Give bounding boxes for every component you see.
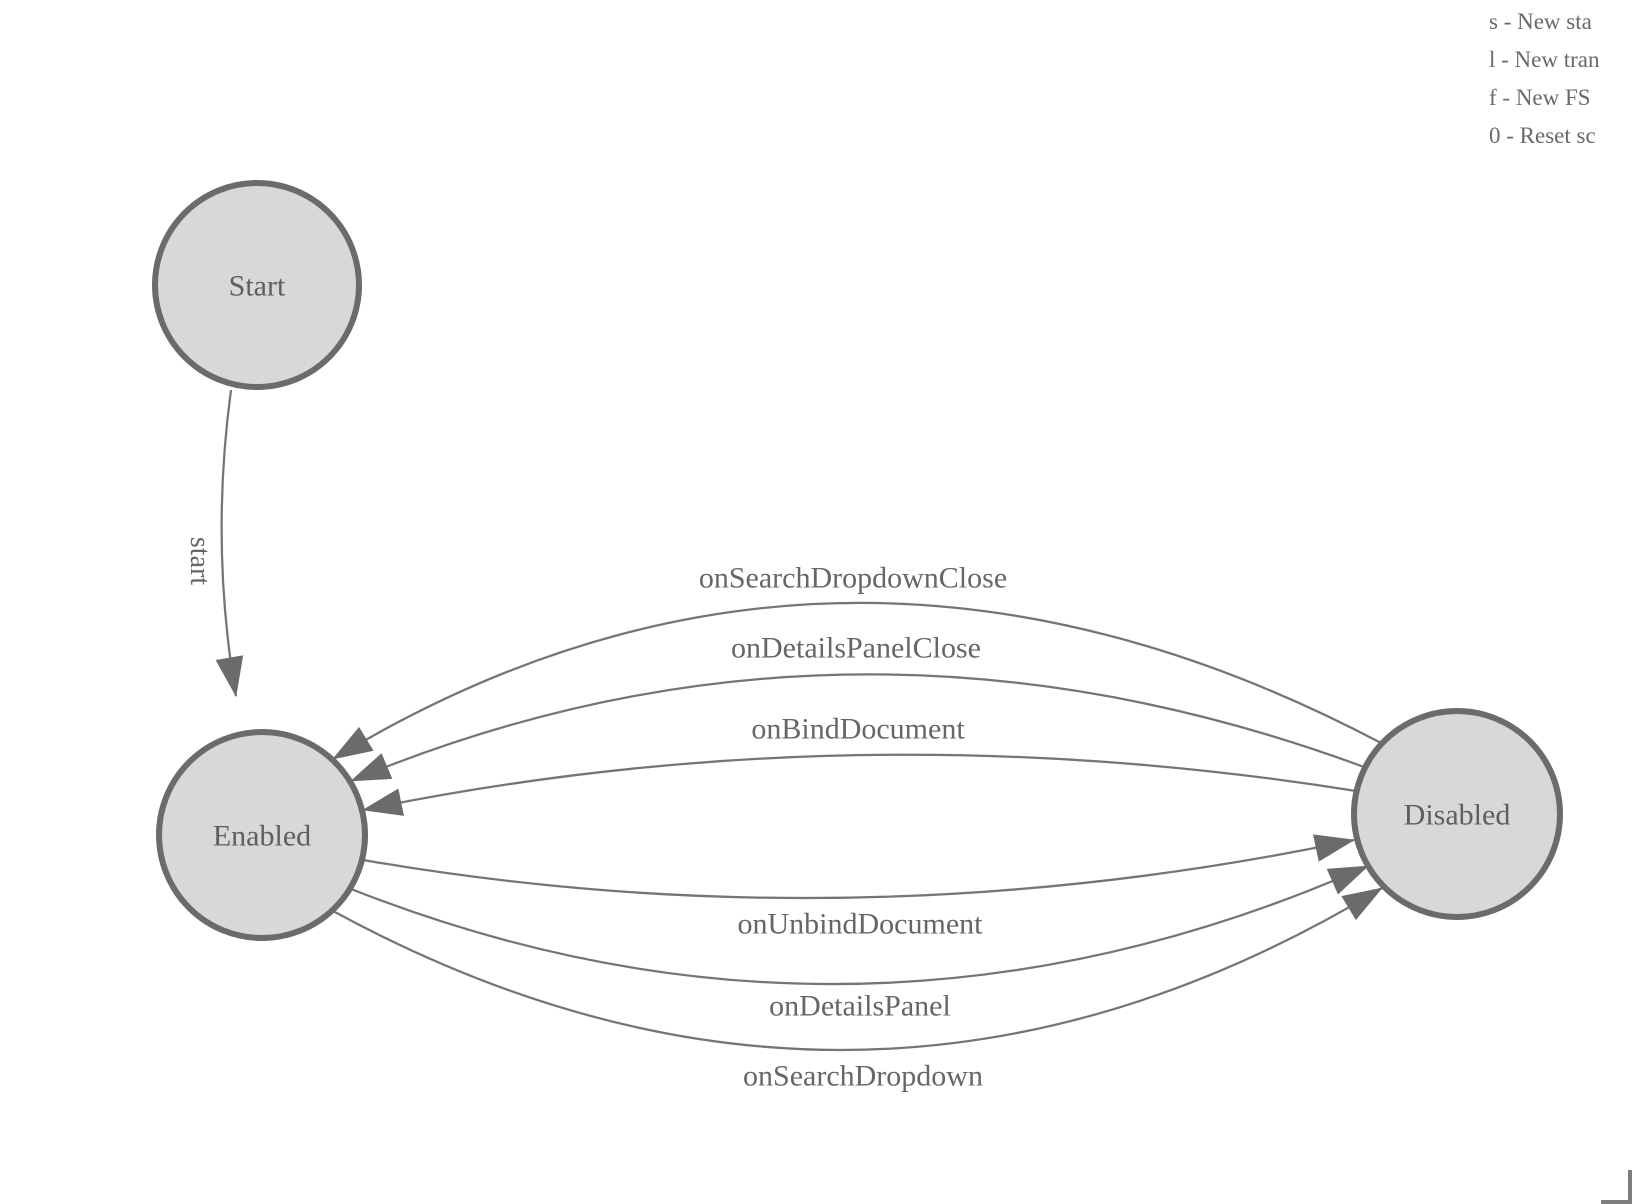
node-start-label: Start [229, 270, 286, 303]
node-start[interactable]: Start [152, 180, 362, 390]
edge-onUnbindDocument-path[interactable] [362, 834, 1355, 900]
edge-onSearchDropdown-label[interactable]: onSearchDropdown [743, 1060, 983, 1093]
edge-start[interactable]: start [184, 389, 244, 697]
edge-onSearchDropdownClose-label[interactable]: onSearchDropdownClose [699, 562, 1007, 595]
edge-onDetailsPanelClose-path[interactable] [350, 673, 1365, 783]
canvas-corner [1601, 1170, 1632, 1204]
node-enabled-circle[interactable] [156, 729, 368, 941]
edge-onDetailsPanelClose[interactable]: onDetailsPanelClose [350, 632, 1365, 783]
edge-onDetailsPanel[interactable]: onDetailsPanel [350, 864, 1369, 1023]
edge-onSearchDropdownClose[interactable]: onSearchDropdownClose [332, 562, 1382, 760]
edge-onUnbindDocument[interactable]: onUnbindDocument [362, 834, 1355, 941]
legend-line-new-fsm: f - New FS [1489, 85, 1591, 110]
edge-onUnbindDocument-label[interactable]: onUnbindDocument [738, 908, 984, 941]
node-enabled-label: Enabled [213, 820, 311, 853]
edge-onSearchDropdown-path[interactable] [332, 887, 1383, 1052]
edge-onBindDocument-label[interactable]: onBindDocument [751, 713, 965, 746]
legend-line-new-transition: l - New tran [1489, 47, 1600, 72]
legend-line-reset: 0 - Reset sc [1489, 123, 1596, 148]
edge-onDetailsPanel-path[interactable] [350, 864, 1369, 986]
shortcut-legend: s - New sta l - New tran f - New FS 0 - … [1489, 3, 1600, 155]
edge-onBindDocument-path[interactable] [362, 753, 1357, 816]
edge-onSearchDropdownClose-path[interactable] [332, 601, 1382, 760]
node-disabled-label: Disabled [1404, 799, 1511, 832]
edge-start-label[interactable]: start [184, 537, 215, 585]
edge-onDetailsPanel-label[interactable]: onDetailsPanel [769, 990, 951, 1023]
edge-onDetailsPanelClose-label[interactable]: onDetailsPanelClose [731, 632, 981, 665]
node-start-circle[interactable] [152, 180, 362, 390]
node-enabled[interactable]: Enabled [156, 729, 368, 941]
edge-onBindDocument[interactable]: onBindDocument [362, 713, 1357, 816]
edge-start-path[interactable] [215, 389, 244, 697]
legend-line-new-state: s - New sta [1489, 9, 1592, 34]
edge-onSearchDropdown[interactable]: onSearchDropdown [332, 887, 1383, 1093]
node-disabled[interactable]: Disabled [1351, 708, 1563, 920]
node-disabled-circle[interactable] [1351, 708, 1563, 920]
